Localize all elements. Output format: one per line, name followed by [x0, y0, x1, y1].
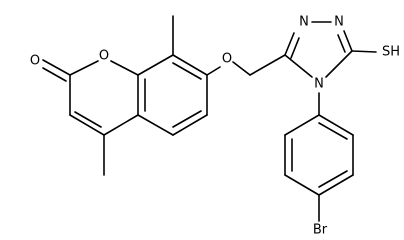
bond-c2-o1: [69, 60, 99, 76]
bond-c5-c4a: [137, 114, 174, 136]
bond-o1-c8a: [110, 60, 139, 76]
bond-c2-o-carbonyl-double: [42, 67, 67, 82]
triazole-ring: [284, 21, 377, 116]
bond-ar3-ar4: [284, 174, 320, 196]
bond-c7-ether-o: [206, 66, 221, 76]
bond-c3-sh: [351, 50, 377, 53]
bond-ch2-c5-triazole: [249, 54, 286, 76]
bond-c5-n1: [284, 32, 295, 56]
atom-label-thiol: SH: [382, 45, 400, 60]
bond-c8-c7-double: [172, 62, 202, 80]
atom-label-bromine: Br: [313, 223, 328, 238]
atom-labels: O O O N N N SH Br: [30, 15, 400, 238]
methylene-linker: [232, 54, 286, 76]
coumarin-ring-system: [42, 15, 221, 176]
bond-c2-o-carbonyl: [42, 59, 71, 76]
bond-c6-c5: [172, 114, 208, 136]
bond-ar4-ar5: [318, 174, 354, 196]
bond-c4a-c4: [103, 114, 139, 136]
atom-label-triazole-n2: N: [334, 15, 344, 30]
bond-c8-c7: [172, 54, 208, 76]
bromophenyl-ring: [284, 114, 354, 222]
bond-c6-c5-double: [172, 110, 202, 128]
bond-ar1-ar2: [284, 114, 320, 136]
bond-ar4-ar5-double: [318, 170, 348, 188]
bond-n2-c3: [343, 30, 353, 52]
atom-label-triazole-n4: N: [314, 77, 324, 92]
bond-n4-c5: [284, 54, 313, 78]
bond-c8a-c8: [137, 54, 174, 76]
bond-c4-c3-double: [74, 111, 102, 128]
atom-label-ether-oxygen: O: [222, 52, 232, 67]
bond-n2-c3-double: [337, 34, 346, 53]
bond-ar6-ar1-double: [318, 122, 348, 140]
bond-ar6-ar1: [318, 114, 354, 136]
bond-c3-n4: [325, 50, 353, 78]
atom-label-triazole-n1: N: [299, 15, 309, 30]
bond-c5-n1-double: [290, 37, 300, 59]
bond-c4-c3: [69, 114, 105, 136]
atom-label-ring-oxygen: O: [99, 49, 109, 64]
bond-o-ch2: [232, 61, 251, 76]
atom-label-carbonyl-oxygen: O: [30, 54, 40, 69]
